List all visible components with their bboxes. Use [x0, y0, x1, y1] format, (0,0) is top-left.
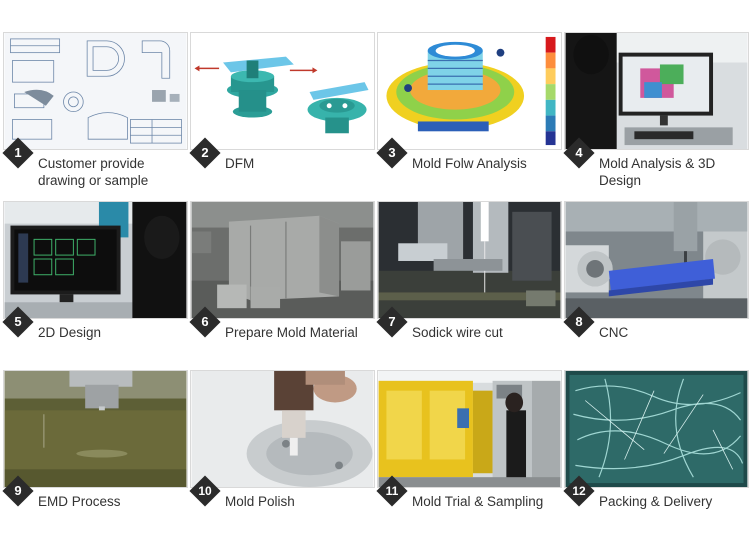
step-2-number: 2: [201, 145, 209, 160]
injection-machine-image: [378, 371, 561, 487]
step-5-badge: 5: [2, 306, 34, 338]
step-7-number: 7: [388, 314, 396, 329]
dfm-model-image: [191, 33, 374, 149]
step-11-image-injection-machine: [377, 370, 562, 488]
step-2-image-dfm-model: [190, 32, 375, 150]
step-12-badge: 12: [563, 475, 595, 507]
step-7-badge: 7: [376, 306, 408, 338]
2d-design-monitor-image: [4, 202, 187, 318]
step-5-image-2d-design-monitor: [3, 201, 188, 319]
step-11-badge: 11: [376, 475, 408, 507]
step-6-badge: 6: [189, 306, 221, 338]
step-4-label: Mold Analysis & 3D Design: [599, 156, 716, 188]
step-3-label: Mold Folw Analysis: [412, 156, 527, 171]
step-7-label: Sodick wire cut: [412, 325, 503, 340]
step-2-label: DFM: [225, 156, 255, 171]
edm-process-image: [4, 371, 187, 487]
step-7-image-wire-cut-machine: [377, 201, 562, 319]
step-5-number: 5: [14, 314, 22, 329]
color-scale-legend: [545, 36, 556, 146]
step-11-number: 11: [385, 484, 399, 498]
cad-drawing-image: [4, 33, 187, 149]
wrapped-mold-image: [565, 371, 748, 487]
step-9-badge: 9: [2, 475, 34, 507]
step-6-image-steel-blocks: [190, 201, 375, 319]
flow-analysis-image: [378, 33, 561, 149]
step-12-label: Packing & Delivery: [599, 494, 713, 509]
step-2-badge: 2: [189, 137, 221, 169]
step-1-number: 1: [14, 145, 22, 160]
step-5-label: 2D Design: [38, 325, 102, 340]
step-4-image-engineer-monitor: [564, 32, 749, 150]
step-4-number: 4: [575, 145, 583, 160]
steel-blocks-image: [191, 202, 374, 318]
step-9-image-edm-process: [3, 370, 188, 488]
step-3-image-flow-analysis: [377, 32, 562, 150]
step-10-badge: 10: [189, 475, 221, 507]
mold-polish-image: [191, 371, 374, 487]
step-1-badge: 1: [2, 137, 34, 169]
step-8-badge: 8: [563, 306, 595, 338]
step-8-label: CNC: [599, 325, 629, 340]
step-3-number: 3: [388, 145, 396, 160]
step-4-badge: 4: [563, 137, 595, 169]
step-1-label: Customer provide drawing or sample: [38, 156, 149, 188]
step-6-label: Prepare Mold Material: [225, 325, 358, 340]
step-9-number: 9: [14, 483, 22, 498]
step-12-number: 12: [572, 484, 586, 498]
step-9-label: EMD Process: [38, 494, 121, 509]
step-10-number: 10: [198, 484, 212, 498]
wire-cut-machine-image: [378, 202, 561, 318]
step-3-badge: 3: [376, 137, 408, 169]
cnc-machine-image: [565, 202, 748, 318]
step-10-label: Mold Polish: [225, 494, 295, 509]
engineer-monitor-image: [565, 33, 748, 149]
step-6-number: 6: [201, 314, 209, 329]
step-1-image-cad-drawing: [3, 32, 188, 150]
step-10-image-mold-polish: [190, 370, 375, 488]
step-12-image-wrapped-mold: [564, 370, 749, 488]
step-8-image-cnc-machine: [564, 201, 749, 319]
step-8-number: 8: [575, 314, 583, 329]
step-11-label: Mold Trial & Sampling: [412, 494, 544, 509]
